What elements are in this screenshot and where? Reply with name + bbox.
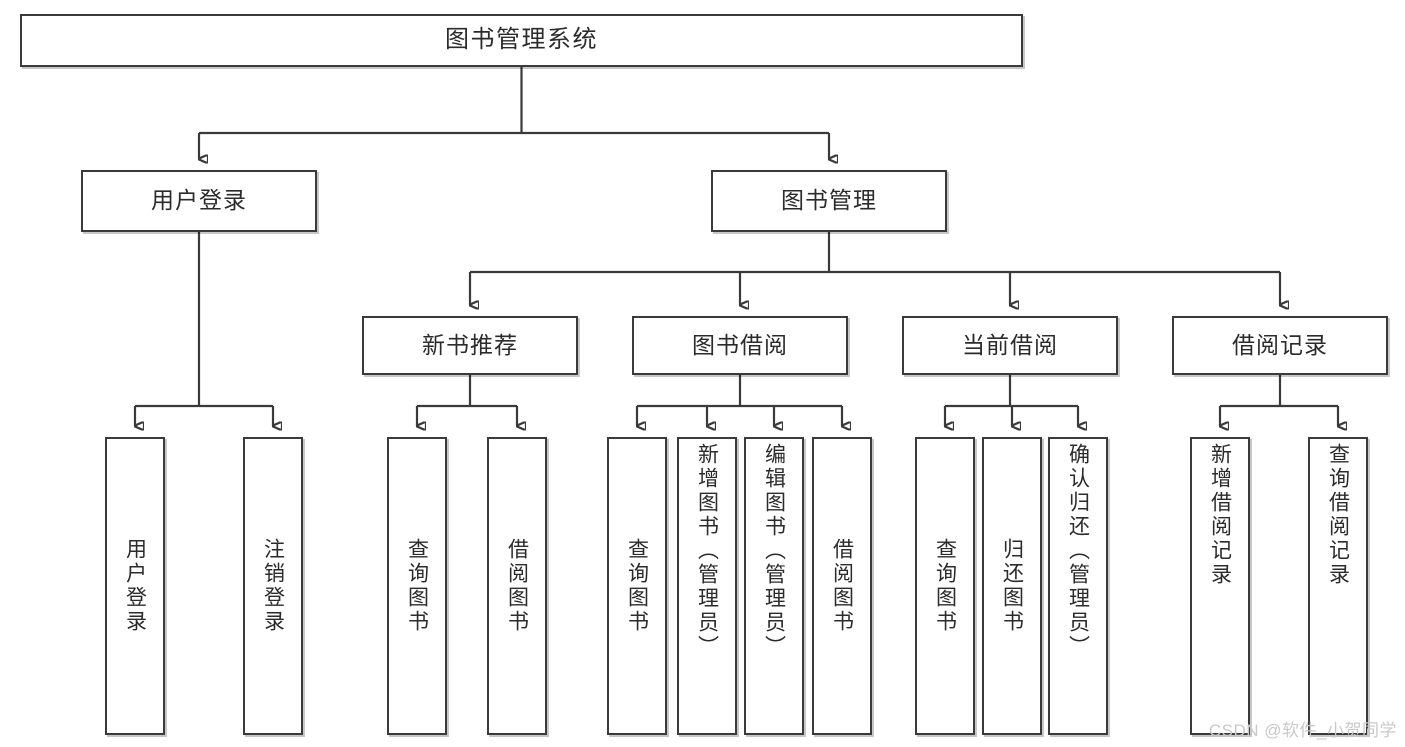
- node-label-c-confirm: 确认归还（管理员）: [1066, 443, 1090, 659]
- node-label-root: 图书管理系统: [445, 26, 598, 54]
- node-label-c-return: 归还图书: [1000, 538, 1024, 634]
- node-c-confirm[interactable]: 确认归还（管理员）: [1048, 437, 1108, 735]
- node-records[interactable]: 借阅记录: [1172, 316, 1388, 375]
- node-label-n-query: 查询图书: [405, 538, 429, 634]
- node-c-return[interactable]: 归还图书: [982, 437, 1042, 735]
- node-r-add[interactable]: 新增借阅记录: [1190, 437, 1250, 735]
- node-label-b-edit: 编辑图书（管理员）: [762, 443, 786, 659]
- node-label-b-add: 新增图书（管理员）: [695, 443, 719, 659]
- node-b-edit[interactable]: 编辑图书（管理员）: [744, 437, 804, 735]
- node-label-borrow: 图书借阅: [692, 331, 788, 358]
- node-n-query[interactable]: 查询图书: [387, 437, 447, 735]
- node-label-b-query: 查询图书: [625, 538, 649, 634]
- node-n-borrow[interactable]: 借阅图书: [487, 437, 547, 735]
- node-c-query[interactable]: 查询图书: [915, 437, 975, 735]
- node-label-bookmgmt: 图书管理: [781, 187, 877, 214]
- node-login[interactable]: 用户登录: [81, 170, 317, 232]
- node-current[interactable]: 当前借阅: [902, 316, 1118, 375]
- node-root[interactable]: 图书管理系统: [20, 14, 1023, 67]
- node-label-r-add: 新增借阅记录: [1208, 443, 1232, 587]
- node-newbook[interactable]: 新书推荐: [362, 316, 578, 375]
- node-r-query[interactable]: 查询借阅记录: [1308, 437, 1368, 735]
- node-borrow[interactable]: 图书借阅: [632, 316, 848, 375]
- node-label-l-login: 用户登录: [123, 538, 147, 634]
- node-label-newbook: 新书推荐: [422, 331, 518, 358]
- node-label-current: 当前借阅: [962, 331, 1058, 358]
- node-label-r-query: 查询借阅记录: [1326, 443, 1350, 587]
- node-label-c-query: 查询图书: [933, 538, 957, 634]
- node-label-records: 借阅记录: [1232, 331, 1328, 358]
- node-label-login: 用户登录: [151, 187, 247, 214]
- node-b-query[interactable]: 查询图书: [607, 437, 667, 735]
- node-l-login[interactable]: 用户登录: [105, 437, 165, 735]
- node-b-lend[interactable]: 借阅图书: [812, 437, 872, 735]
- node-b-add[interactable]: 新增图书（管理员）: [677, 437, 737, 735]
- node-bookmgmt[interactable]: 图书管理: [711, 170, 947, 232]
- node-l-logout[interactable]: 注销登录: [243, 437, 303, 735]
- node-label-b-lend: 借阅图书: [830, 538, 854, 634]
- node-label-n-borrow: 借阅图书: [505, 538, 529, 634]
- node-label-l-logout: 注销登录: [261, 538, 285, 634]
- watermark-text: CSDN @软件_小贺同学: [1208, 721, 1397, 740]
